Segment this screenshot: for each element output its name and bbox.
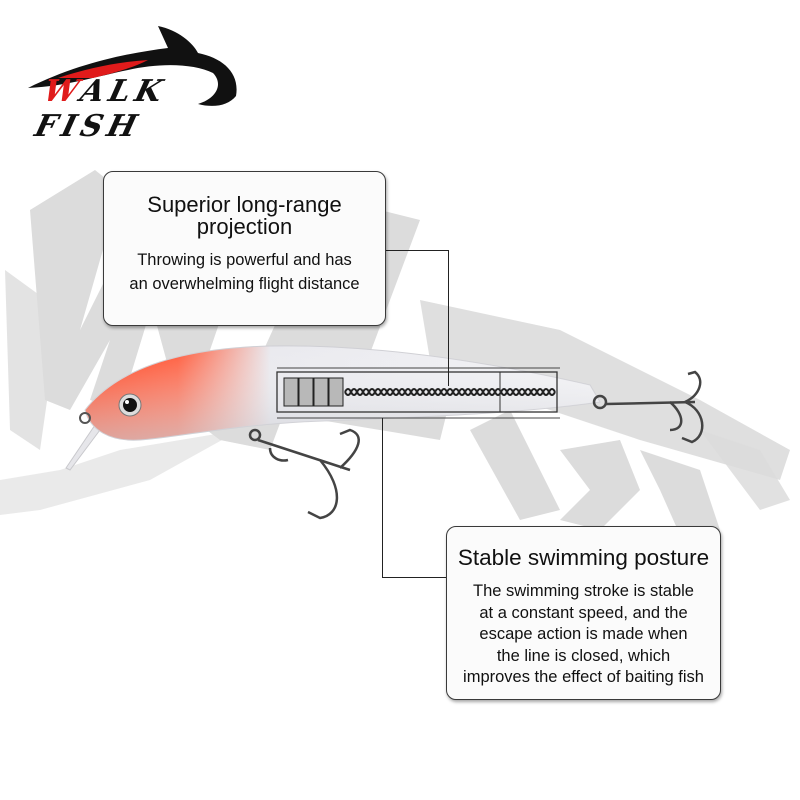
callout-title-line: projection <box>196 214 293 239</box>
callout-body-line: escape action is made when <box>479 625 688 643</box>
fishing-lure-image <box>65 345 704 520</box>
brand-name: WALK FISH <box>31 74 251 144</box>
callout-body-line: at a constant speed, and the <box>479 603 688 622</box>
callout-title: Stable swimming posture <box>457 545 710 570</box>
callout-body: Throwing is powerful and has an overwhel… <box>104 248 385 296</box>
callout-body-line: an overwhelming flight distance <box>129 275 360 293</box>
lure-eye <box>118 393 142 417</box>
brand-logo: WALK FISH <box>18 18 243 144</box>
rear-treble-hook <box>592 370 704 444</box>
callout-body-line: improves the effect of baiting fish <box>463 668 704 686</box>
callout-body: The swimming stroke is stable at a const… <box>447 581 720 689</box>
callout-title: Superior long-range projection <box>104 194 385 238</box>
callout-stable-swimming-posture: Stable swimming posture The swimming str… <box>446 526 721 700</box>
line-tie-ring <box>79 412 91 424</box>
shark-icon <box>28 26 237 106</box>
callout-body-line: Throwing is powerful and has <box>137 251 352 269</box>
weight-transfer-system <box>276 367 560 419</box>
callout-body-line: The swimming stroke is stable <box>473 582 694 600</box>
connector-line-top-h <box>384 250 449 252</box>
callout-body-line: the line is closed, which <box>496 646 671 665</box>
callout-long-range-projection: Superior long-range projection Throwing … <box>103 171 386 326</box>
connector-line-top-v <box>448 250 450 386</box>
callout-title-line: Superior long-range <box>147 192 342 217</box>
connector-line-bottom-h <box>382 577 447 579</box>
lure-lip <box>65 424 101 471</box>
connector-line-bottom-v <box>382 418 384 578</box>
belly-treble-hook <box>248 428 360 520</box>
